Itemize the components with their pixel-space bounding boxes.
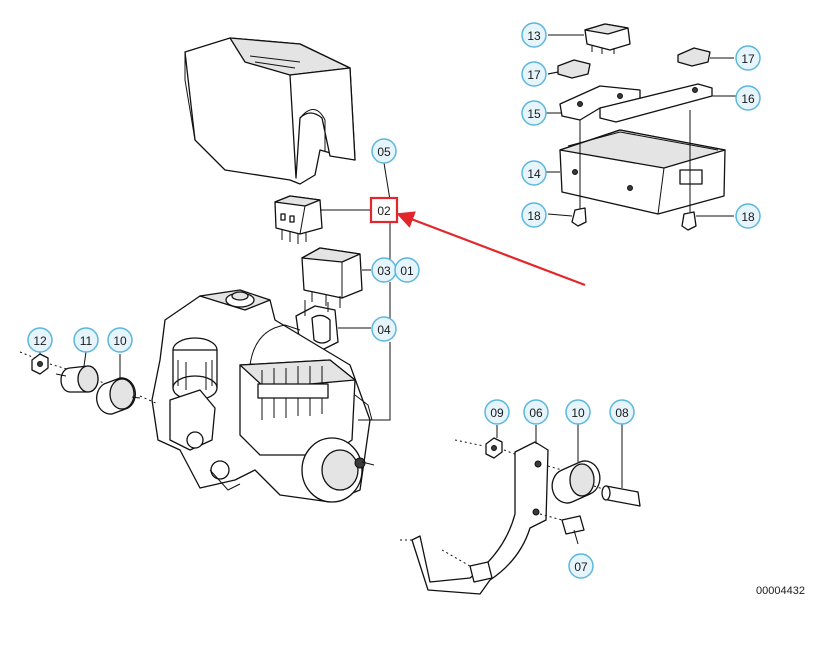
callout-circle — [521, 22, 547, 48]
callout-c16: 16 — [735, 85, 761, 111]
callout-circle — [27, 327, 53, 353]
callout-label: 02 — [377, 204, 391, 218]
callout-circle — [394, 257, 420, 283]
callout-label: 13 — [527, 29, 541, 43]
callout-circle — [521, 202, 547, 228]
control-unit-group — [546, 23, 736, 231]
callout-label: 14 — [527, 167, 541, 181]
callout-label: 10 — [113, 334, 127, 348]
callout-c12: 12 — [27, 327, 53, 353]
callout-circle — [521, 160, 547, 186]
callout-c07: 07 — [568, 553, 594, 579]
callout-label: 16 — [741, 92, 755, 106]
relay-small — [274, 195, 323, 244]
callout-circle — [609, 399, 635, 425]
callout-label: 17 — [741, 52, 755, 66]
callout-label: 17 — [527, 68, 541, 82]
callout-c15: 15 — [521, 100, 547, 126]
callout-c17b: 17 — [735, 45, 761, 71]
callout-circle — [107, 327, 133, 353]
callout-c02: 02 — [372, 199, 396, 221]
callout-label: 03 — [377, 264, 391, 278]
callout-circle — [735, 85, 761, 111]
callout-layer: 05 02 03 01 04 12 11 10 13 17 17 16 15 14 18 18 09 06 10 08… — [27, 22, 761, 579]
callout-c06: 06 — [523, 399, 549, 425]
callout-c01: 01 — [394, 257, 420, 283]
callout-c14: 14 — [521, 160, 547, 186]
red-highlight-box — [369, 196, 399, 224]
relay-large — [301, 247, 363, 308]
callout-c10b: 10 — [565, 399, 591, 425]
callout-c04: 04 — [371, 316, 397, 342]
callout-c18b: 18 — [735, 203, 761, 229]
callout-c10a: 10 — [107, 327, 133, 353]
callout-circle — [371, 316, 397, 342]
diagram-number: 00004432 — [756, 585, 805, 597]
red-pointer-arrow — [396, 211, 586, 287]
callout-c11: 11 — [73, 327, 99, 353]
callout-label: 10 — [571, 406, 585, 420]
bracket-group-bottom — [400, 437, 641, 595]
callout-label: 18 — [527, 209, 541, 223]
callout-circle — [565, 399, 591, 425]
leader-lines-center — [320, 162, 391, 421]
callout-label: 09 — [490, 406, 504, 420]
callout-label: 12 — [33, 334, 47, 348]
callout-label: 08 — [615, 406, 629, 420]
callout-square — [372, 199, 396, 221]
callout-circle — [735, 45, 761, 71]
callout-label: 04 — [377, 323, 391, 337]
callout-circle — [523, 399, 549, 425]
callout-c09: 09 — [484, 399, 510, 425]
callout-c08: 08 — [609, 399, 635, 425]
callout-label: 15 — [527, 107, 541, 121]
hydraulic-unit — [151, 289, 390, 503]
callout-label: 01 — [400, 264, 414, 278]
callout-circle — [484, 399, 510, 425]
callout-c05: 05 — [371, 138, 397, 164]
callout-circle — [568, 553, 594, 579]
mount-parts-left — [19, 351, 159, 415]
callout-label: 05 — [377, 145, 391, 159]
callout-label: 18 — [741, 210, 755, 224]
cover-part — [184, 37, 356, 185]
callout-c03: 03 — [371, 257, 397, 283]
callout-circle — [735, 203, 761, 229]
callout-label: 06 — [529, 406, 543, 420]
callout-c13: 13 — [521, 22, 547, 48]
callout-circle — [521, 100, 547, 126]
callout-circle — [371, 138, 397, 164]
callout-circle — [521, 61, 547, 87]
callout-c18a: 18 — [521, 202, 547, 228]
callout-label: 07 — [574, 560, 588, 574]
callout-label: 11 — [80, 334, 93, 348]
callout-c17a: 17 — [521, 61, 547, 87]
callout-circle — [73, 327, 99, 353]
